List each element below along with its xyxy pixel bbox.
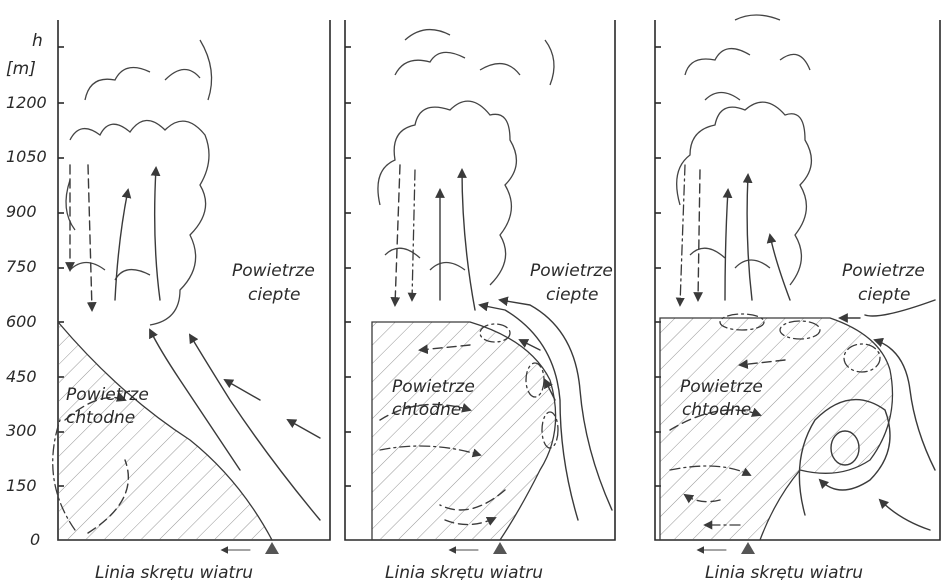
panel-2-triangle-marker [493,542,507,554]
panel-1-caption: Linia skrętu wiatru [95,563,253,580]
panel-1: Powietrze ciepte Powietrze chtodne Linia… [53,20,330,580]
panel-3-triangle-marker [741,542,755,554]
panel-2-warm-air-label-1: Powietrze [530,261,613,281]
panel-2: Powietrze ciepte Powietrze chtodne Linia… [345,20,615,580]
panel-3-cold-air-label-1: Powietrze [680,377,763,397]
panel-2-cold-air-label-1: Powietrze [392,377,475,397]
panel-1-warm-air-label-2: ciepte [248,285,300,305]
tick-label-450: 450 [6,367,37,386]
panel-3-warm-air-label-1: Powietrze [842,261,925,281]
panel-1-wind-shift-marker [222,542,279,554]
panel-3-wind-shift-marker [698,542,755,554]
panel-1-triangle-marker [265,542,279,554]
axis-label-h: h [32,31,43,51]
panel-2-cold-air-mass [372,322,556,540]
panel-3-clouds [677,15,812,285]
tick-label-600: 600 [6,312,37,331]
panel-2-warm-air-label-2: ciepte [546,285,598,305]
panel-2-cold-air-label-2: chtodne [392,400,461,420]
panel-3-warm-air-label-2: ciepte [858,285,910,305]
panel-2-wind-shift-marker [450,542,507,554]
tick-label-900: 900 [6,202,37,221]
tick-label-150: 150 [6,476,37,495]
tick-label-750: 750 [6,257,37,276]
panel-1-cold-air-label-1: Powietrze [66,385,149,405]
panel-1-cold-air-label-2: chtodne [66,408,135,428]
panel-3-cold-air-label-2: chtodne [682,400,751,420]
y-axis: h [m] 1200 1050 900 750 600 450 300 150 … [6,31,47,549]
panel-3-cold-air-mass [660,318,893,540]
panel-2-caption: Linia skrętu wiatru [385,563,543,580]
axis-label-unit: [m] [6,59,36,79]
panel-1-warm-air-label-1: Powietrze [232,261,315,281]
tick-label-0: 0 [30,530,40,549]
tick-label-1200: 1200 [6,93,47,112]
panel-3-caption: Linia skrętu wiatru [705,563,863,580]
panel-1-cold-air-mass [58,322,272,540]
panel-3: Powietrze ciepte Powietrze chtodne Linia… [655,15,940,580]
tick-label-1050: 1050 [6,147,47,166]
tick-label-300: 300 [6,421,37,440]
